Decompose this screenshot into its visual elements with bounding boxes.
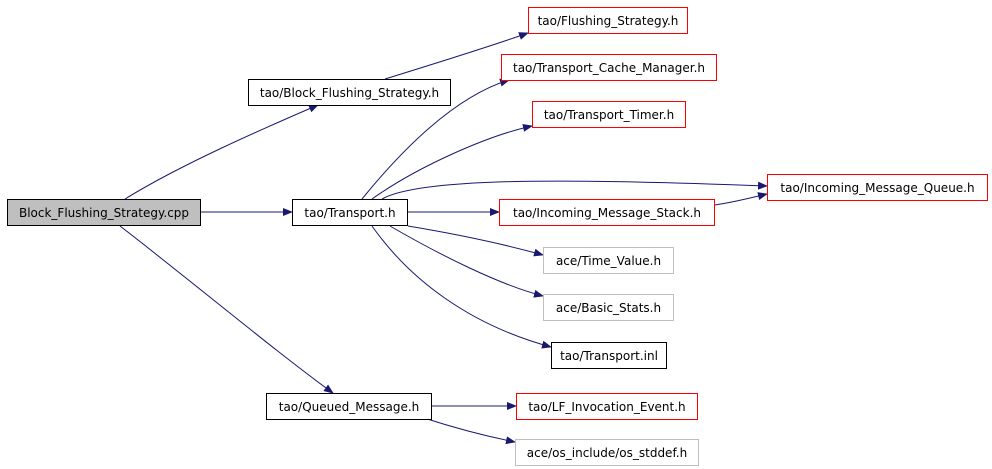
node-tao-transport-cache-manager-h[interactable]: tao/Transport_Cache_Manager.h — [501, 54, 717, 81]
node-tao-block-flushing-strategy-h[interactable]: tao/Block_Flushing_Strategy.h — [248, 79, 451, 106]
edge-root-to-queued-message — [119, 225, 334, 394]
edge-queued-message-to-os-stddef — [423, 417, 516, 445]
node-block-flushing-strategy-cpp[interactable]: Block_Flushing_Strategy.cpp — [7, 199, 201, 226]
edge-transport-to-transport-inl — [371, 225, 552, 349]
node-tao-incoming-message-queue-h[interactable]: tao/Incoming_Message_Queue.h — [767, 174, 988, 201]
node-tao-transport-timer-h[interactable]: tao/Transport_Timer.h — [532, 101, 686, 128]
node-tao-transport-inl[interactable]: tao/Transport.inl — [551, 342, 667, 369]
edge-block-flushing-to-flushing-strategy — [384, 32, 529, 80]
node-ace-time-value-h[interactable]: ace/Time_Value.h — [543, 247, 674, 274]
edge-incoming-stack-to-incoming-queue — [714, 192, 768, 206]
edge-root-to-block-flushing-strategy — [124, 104, 319, 200]
node-tao-incoming-message-stack-h[interactable]: tao/Incoming_Message_Stack.h — [499, 199, 715, 226]
node-tao-queued-message-h[interactable]: tao/Queued_Message.h — [266, 393, 432, 420]
node-tao-lf-invocation-event-h[interactable]: tao/LF_Invocation_Event.h — [516, 393, 698, 420]
edge-transport-to-basic-stats — [389, 225, 544, 298]
node-ace-os-include-os-stddef-h[interactable]: ace/os_include/os_stddef.h — [515, 439, 699, 466]
edge-transport-to-transport-cache-manager — [361, 78, 510, 200]
edge-transport-to-transport-timer — [371, 123, 533, 200]
node-tao-transport-h[interactable]: tao/Transport.h — [292, 199, 408, 226]
node-ace-basic-stats-h[interactable]: ace/Basic_Stats.h — [543, 294, 674, 321]
node-tao-flushing-strategy-h[interactable]: tao/Flushing_Strategy.h — [528, 7, 688, 34]
edge-transport-to-incoming-message-queue — [381, 180, 768, 200]
edge-transport-to-time-value — [407, 225, 544, 257]
